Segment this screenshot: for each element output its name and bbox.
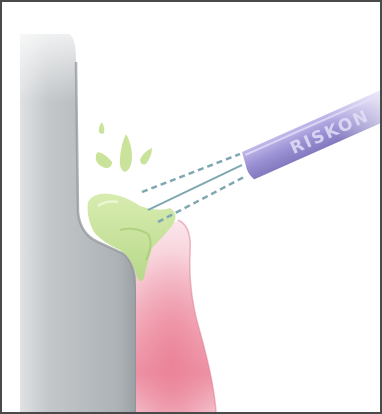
dental-cleaning-illustration: RISKON bbox=[2, 2, 380, 412]
scaler-instrument: RISKON bbox=[240, 83, 380, 181]
splash-droplets-icon bbox=[96, 122, 152, 172]
